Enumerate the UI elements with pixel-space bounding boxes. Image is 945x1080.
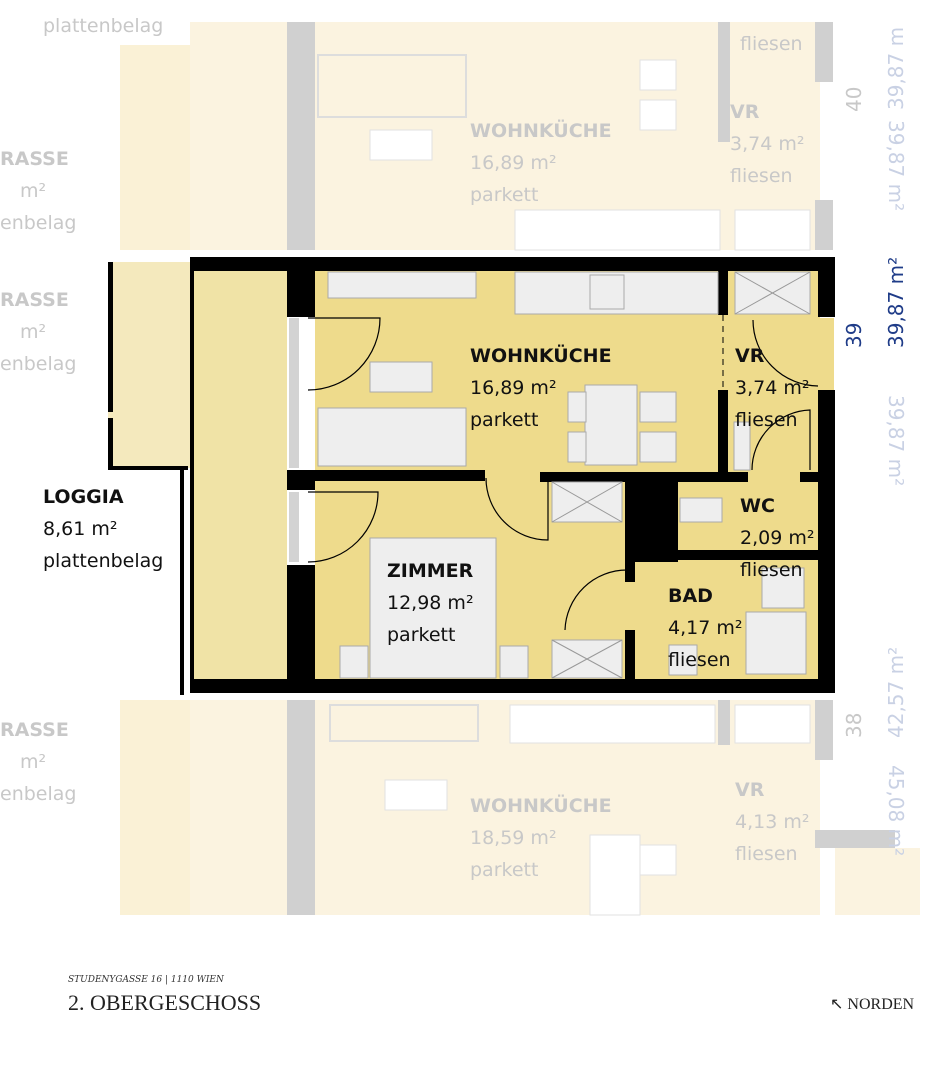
unit-number-39: 39 — [842, 322, 866, 348]
neighbor-room-label: VR 3,74 m² fliesen — [730, 101, 805, 187]
neighbor-room-label: WOHNKÜCHE 18,59 m² parkett — [470, 795, 612, 881]
room-label-wc: WC 2,09 m² fliesen — [740, 495, 815, 581]
address: STUDENYGASSE 16 | 1110 WIEN — [68, 975, 224, 985]
neighbor-floor-label: plattenbelag — [43, 15, 164, 37]
neighbor-room-label: WOHNKÜCHE 16,89 m² parkett — [470, 120, 612, 206]
unit-39 — [108, 257, 835, 695]
neighbor-floor-label: fliesen — [740, 33, 803, 55]
unit-number-38: 38 — [842, 712, 866, 738]
unit-number-40: 40 — [842, 86, 866, 112]
neighbor-unit-below — [120, 700, 920, 916]
room-label-bad: BAD 4,17 m² fliesen — [668, 585, 743, 671]
room-label-zimmer: ZIMMER 12,98 m² parkett — [387, 560, 474, 646]
floor-plan-drawing — [108, 22, 920, 916]
unit-area-label: 39,87 m² — [884, 120, 908, 212]
neighbor-terrace-label: RASSE m² enbelag — [0, 148, 77, 234]
neighbor-terrace-label: RASSE m² enbelag — [0, 289, 77, 375]
neighbor-unit-above — [120, 22, 833, 251]
unit-area-label: 39,87 m² — [884, 395, 908, 487]
north-indicator: ↖ NORDEN — [830, 996, 915, 1013]
room-label-vr: VR 3,74 m² fliesen — [735, 345, 810, 431]
floor-title: 2. OBERGESCHOSS — [68, 990, 262, 1015]
unit-area-label: 39,87 m — [884, 26, 908, 110]
room-label-loggia: LOGGIA 8,61 m² plattenbelag — [43, 486, 164, 572]
unit-area-label: 42,57 m² — [884, 646, 908, 738]
unit-area-label: 45,08 m² — [884, 765, 908, 857]
neighbor-room-label: VR 4,13 m² fliesen — [735, 779, 810, 865]
room-label-wohnkueche: WOHNKÜCHE 16,89 m² parkett — [470, 345, 612, 431]
neighbor-terrace-label: RASSE m² enbelag — [0, 719, 77, 805]
unit-total-area: 39,87 m² — [884, 256, 908, 348]
